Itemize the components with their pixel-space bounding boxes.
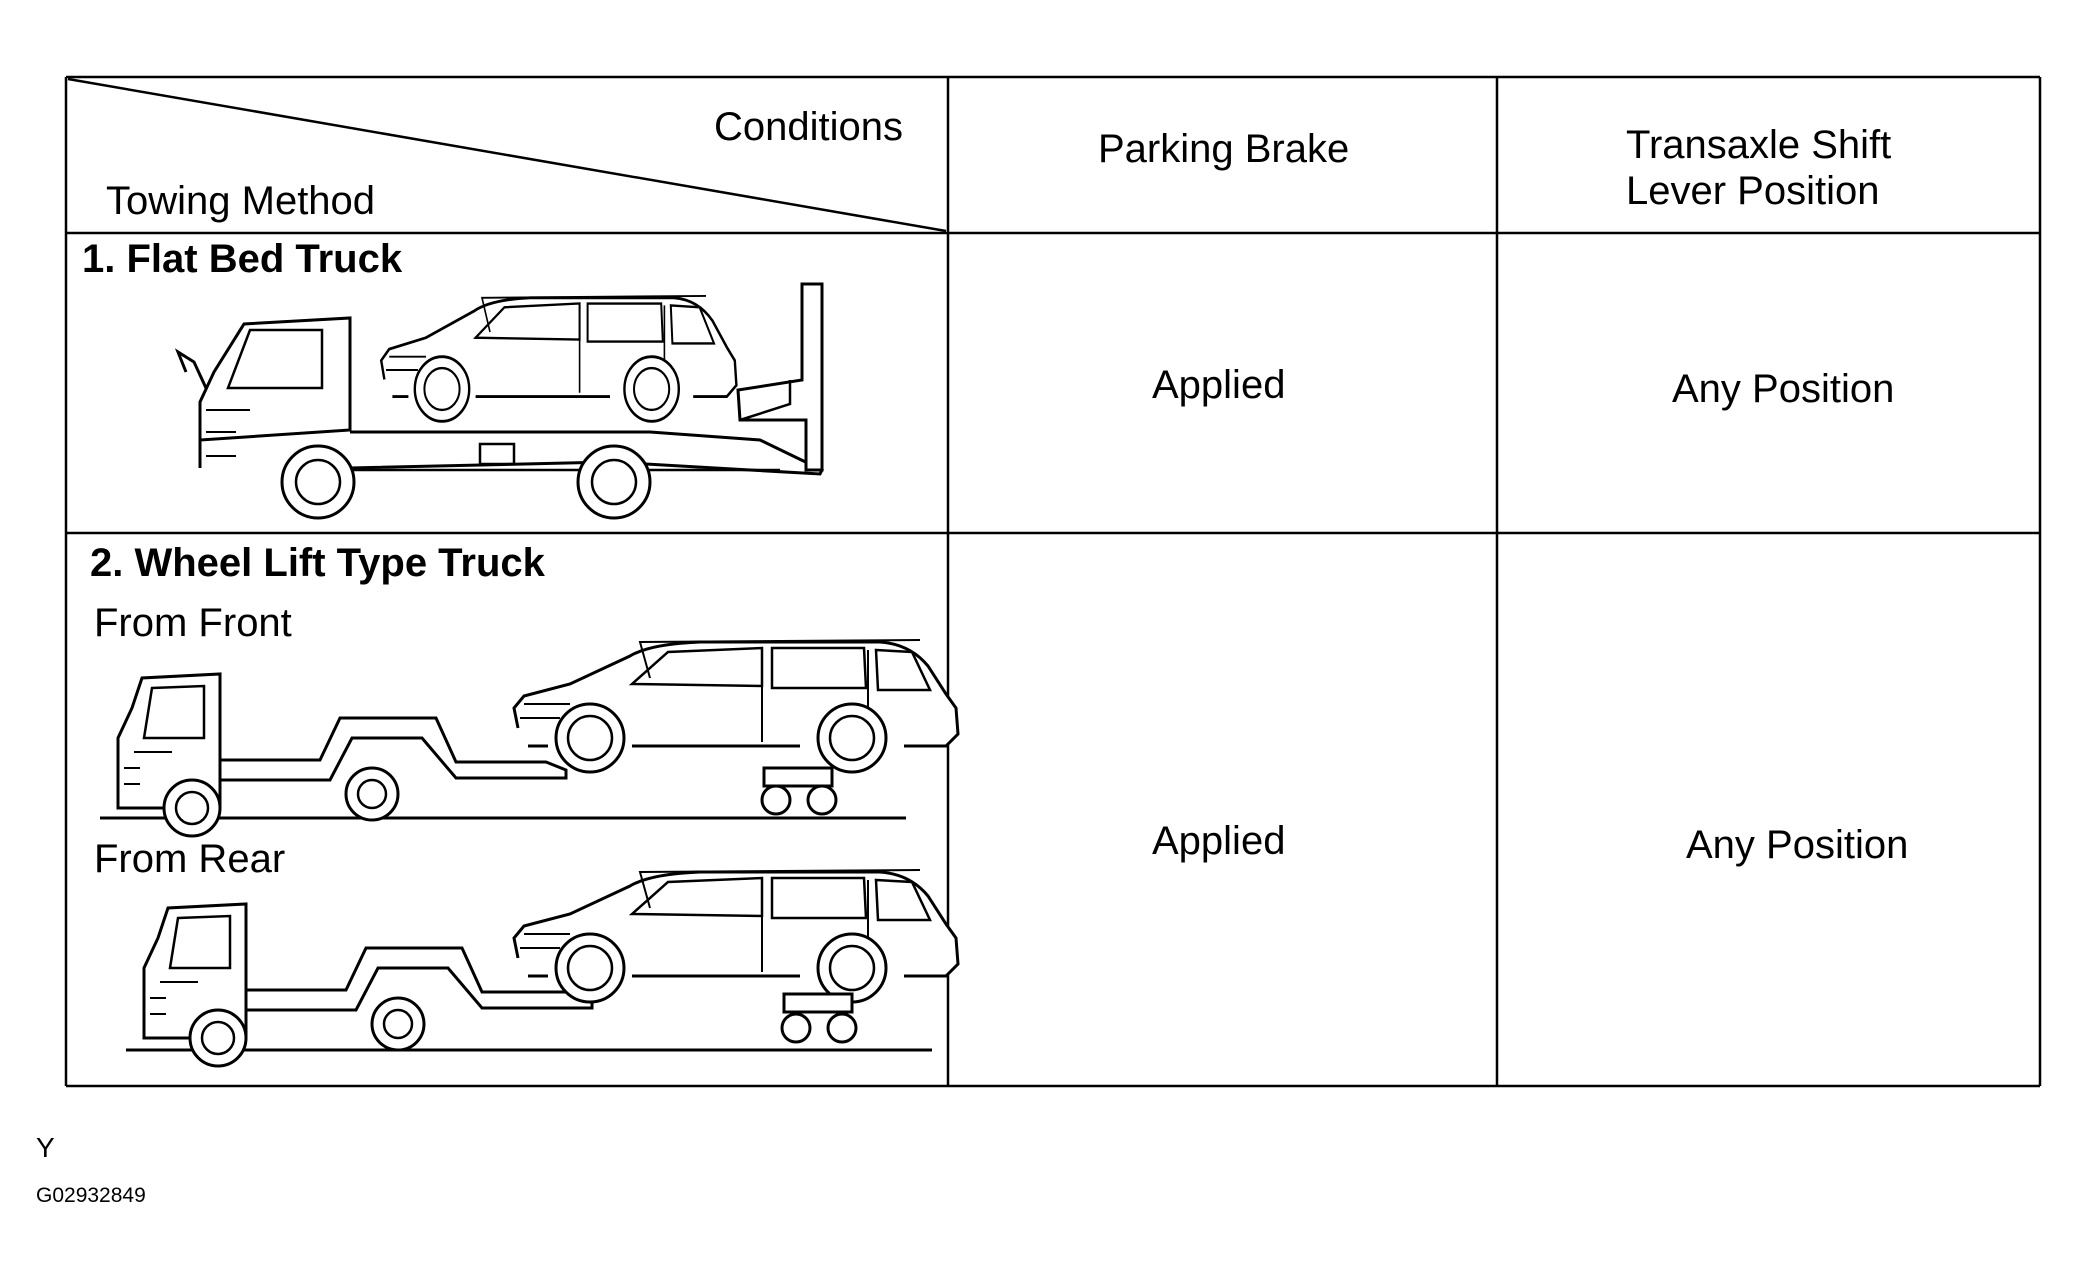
header-towing-method-label: Towing Method <box>106 179 376 223</box>
row2-from-rear-label: From Rear <box>94 837 286 881</box>
row2-from-front-label: From Front <box>94 601 292 645</box>
footer-code-letter: Y <box>36 1132 55 1163</box>
row1-parking-brake-value: Applied <box>1152 363 1286 407</box>
header-transaxle-line2: Lever Position <box>1626 169 1880 213</box>
row1-method-title: 1. Flat Bed Truck <box>82 237 403 281</box>
header-transaxle-line1: Transaxle Shift <box>1626 123 1892 167</box>
table-grid <box>64 75 2042 1088</box>
row1-shift-lever-value: Any Position <box>1672 367 1895 411</box>
row2-parking-brake-value: Applied <box>1152 819 1286 863</box>
flat-bed-truck-illustration <box>174 282 825 520</box>
row2-method-title: 2. Wheel Lift Type Truck <box>90 541 545 585</box>
wheel-lift-rear-illustration <box>126 868 960 1068</box>
wheel-lift-front-illustration <box>100 638 960 838</box>
header-parking-brake: Parking Brake <box>1098 127 1350 171</box>
diagonal-divider <box>67 77 947 233</box>
row2-shift-lever-value: Any Position <box>1686 823 1909 867</box>
footer-figure-id: G02932849 <box>36 1184 146 1207</box>
header-conditions-label: Conditions <box>714 105 904 149</box>
